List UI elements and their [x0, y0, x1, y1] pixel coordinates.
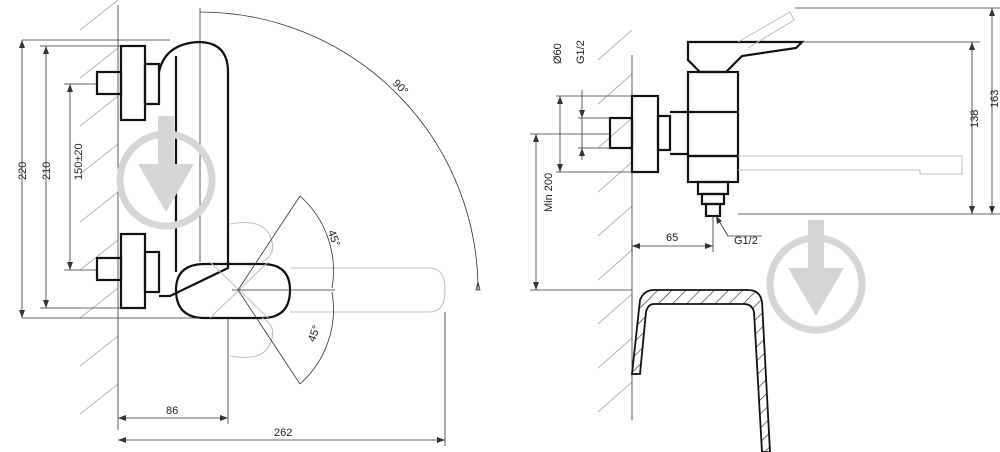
dimension-138: 138	[738, 41, 981, 215]
lever-handle-side	[686, 40, 805, 74]
svg-text:210: 210	[41, 162, 53, 180]
mixer-body-front	[157, 40, 230, 298]
wall-hatching-left	[79, 0, 119, 415]
watermark-right-icon	[766, 220, 866, 334]
watermark-left-icon	[116, 116, 216, 230]
ghost-lever-side	[737, 11, 795, 49]
ghost-lever-up	[229, 222, 274, 263]
dimension-86: 86	[118, 318, 229, 424]
dimension-inlet-thread: G1/2	[575, 40, 610, 160]
dimension-65: 65	[631, 216, 714, 252]
svg-text:86: 86	[166, 405, 178, 417]
dimension-220: 220	[17, 39, 200, 319]
front-view: 90° 45° 45° 220 210	[17, 0, 481, 446]
mixer-body-side	[670, 70, 740, 184]
inlet-connector-bottom	[95, 232, 161, 310]
svg-text:G1/2: G1/2	[734, 235, 758, 247]
svg-text:G1/2: G1/2	[575, 40, 587, 64]
leader-outlet-thread: G1/2	[715, 215, 762, 247]
bathtub-section	[630, 289, 771, 452]
svg-text:138: 138	[969, 110, 981, 128]
angle-label-45-down: 45°	[306, 324, 323, 344]
outlet-connector	[696, 180, 730, 218]
inlet-connector-side	[608, 94, 672, 174]
svg-text:220: 220	[17, 162, 29, 180]
ghost-spout	[290, 267, 446, 313]
dimension-diameter-60: Ø60	[552, 43, 632, 173]
side-view: Ø60 G1/2 Min 200 138	[530, 7, 1000, 452]
ghost-spout-side	[738, 155, 963, 175]
svg-text:163: 163	[989, 90, 1000, 108]
svg-text:65: 65	[666, 232, 678, 244]
wall-hatching-right	[597, 29, 633, 413]
dimension-min-200: Min 200	[530, 133, 632, 291]
svg-text:262: 262	[274, 427, 292, 439]
ghost-lever-down	[229, 317, 274, 358]
lever-handle-front	[174, 262, 292, 320]
svg-text:150±20: 150±20	[73, 143, 85, 180]
dimension-150: 150±20	[64, 83, 97, 271]
inlet-connector-top	[95, 44, 161, 122]
angle-label-90: 90°	[390, 77, 410, 97]
dimension-210: 210	[40, 45, 121, 309]
svg-text:Min 200: Min 200	[543, 173, 555, 212]
svg-text:Ø60: Ø60	[552, 43, 564, 64]
angle-label-45-up: 45°	[325, 229, 342, 249]
angle-arc-90	[199, 11, 479, 291]
dimension-163: 163	[795, 7, 1000, 215]
angle-arc-45-up	[299, 195, 334, 289]
angle-arc-45-down	[299, 291, 334, 385]
dimension-262: 262	[118, 312, 446, 446]
